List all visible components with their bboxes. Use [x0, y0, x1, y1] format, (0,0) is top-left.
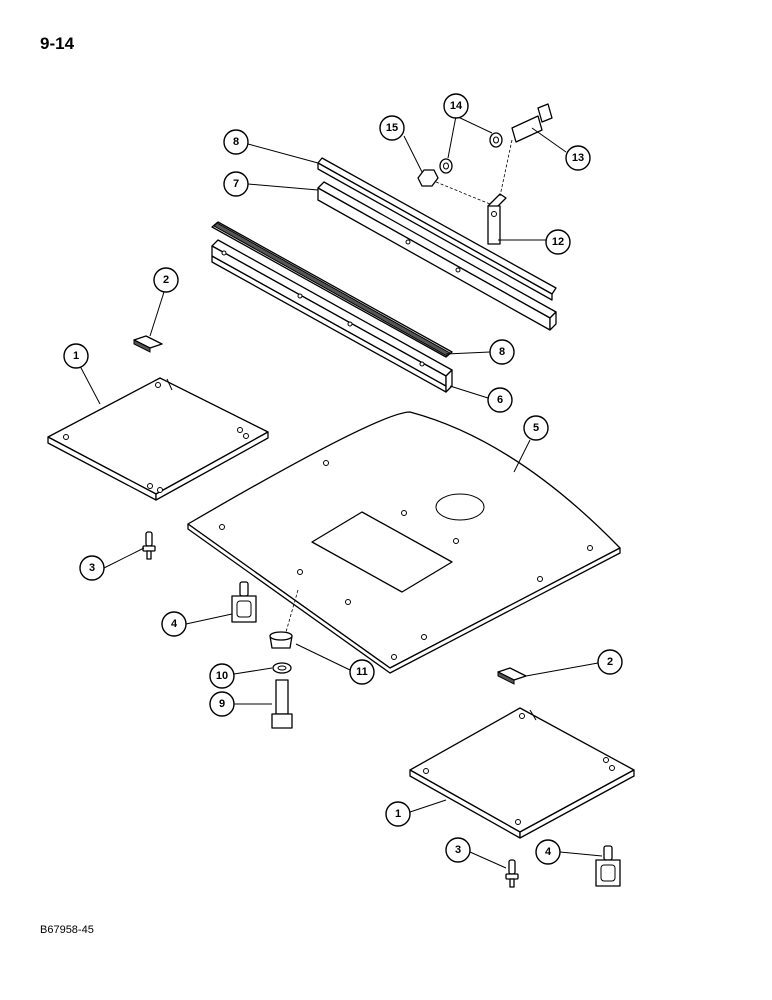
- spacer-11: [269, 589, 299, 649]
- cover-plate-lower: [409, 707, 635, 839]
- main-floor-plate: [187, 411, 621, 674]
- svg-text:1: 1: [395, 808, 401, 820]
- svg-text:13: 13: [572, 152, 584, 164]
- callout-7: 7: [223, 171, 249, 197]
- callout-15: 15: [379, 115, 405, 141]
- svg-text:8: 8: [499, 346, 505, 358]
- latch-4-left: [231, 581, 257, 623]
- svg-text:7: 7: [233, 178, 239, 190]
- svg-text:14: 14: [450, 100, 463, 112]
- callout-14: 14: [443, 93, 469, 119]
- svg-text:4: 4: [171, 618, 178, 630]
- svg-text:3: 3: [455, 844, 461, 856]
- svg-text:2: 2: [607, 656, 613, 668]
- fastener-3-right: [505, 859, 519, 888]
- svg-text:1: 1: [73, 350, 79, 362]
- svg-text:6: 6: [497, 394, 503, 406]
- callout-12: 12: [545, 229, 571, 255]
- callout-11: 11: [349, 659, 375, 685]
- callout-10: 10: [209, 663, 235, 689]
- callout-13: 13: [565, 145, 591, 171]
- nut-15: [417, 169, 491, 205]
- channel-lower: [211, 239, 453, 393]
- svg-text:3: 3: [89, 562, 95, 574]
- hinge-lower: [497, 667, 527, 685]
- document-id: B67958-45: [40, 924, 94, 936]
- callout-2-lower: 2: [597, 649, 623, 675]
- svg-text:4: 4: [545, 846, 552, 858]
- callout-4-upper: 4: [161, 611, 187, 637]
- seal-strip-upper: [317, 157, 557, 301]
- callout-5: 5: [523, 415, 549, 441]
- svg-text:11: 11: [356, 666, 368, 678]
- callout-4-lower: 4: [535, 839, 561, 865]
- seal-strip-lower: [211, 221, 453, 358]
- callout-1-lower: 1: [385, 801, 411, 827]
- washers-14: [439, 132, 503, 174]
- bolt-13: [499, 103, 553, 197]
- callout-2-upper: 2: [153, 267, 179, 293]
- svg-text:12: 12: [552, 236, 564, 248]
- callout-1-upper: 1: [63, 343, 89, 369]
- svg-text:5: 5: [533, 422, 539, 434]
- latch-4-right: [595, 845, 621, 887]
- callout-8-lower: 8: [489, 339, 515, 365]
- callout-6: 6: [487, 387, 513, 413]
- clip-bracket: [487, 193, 507, 245]
- callout-3-upper: 3: [79, 555, 105, 581]
- page-number: 9-14: [40, 34, 75, 53]
- svg-text:15: 15: [386, 122, 398, 134]
- svg-text:10: 10: [216, 670, 228, 682]
- callout-8-upper: 8: [223, 129, 249, 155]
- leader-lines: [79, 115, 603, 869]
- channel-upper: [317, 181, 557, 331]
- bolt-9: [271, 679, 293, 729]
- cover-plate-upper: [47, 377, 269, 501]
- hinge-upper: [133, 335, 163, 353]
- svg-text:2: 2: [163, 274, 169, 286]
- callout-9: 9: [209, 691, 235, 717]
- svg-text:8: 8: [233, 136, 239, 148]
- fastener-3-left: [142, 531, 156, 560]
- svg-text:9: 9: [219, 698, 225, 710]
- washer-10: [272, 662, 292, 674]
- callout-3-lower: 3: [445, 837, 471, 863]
